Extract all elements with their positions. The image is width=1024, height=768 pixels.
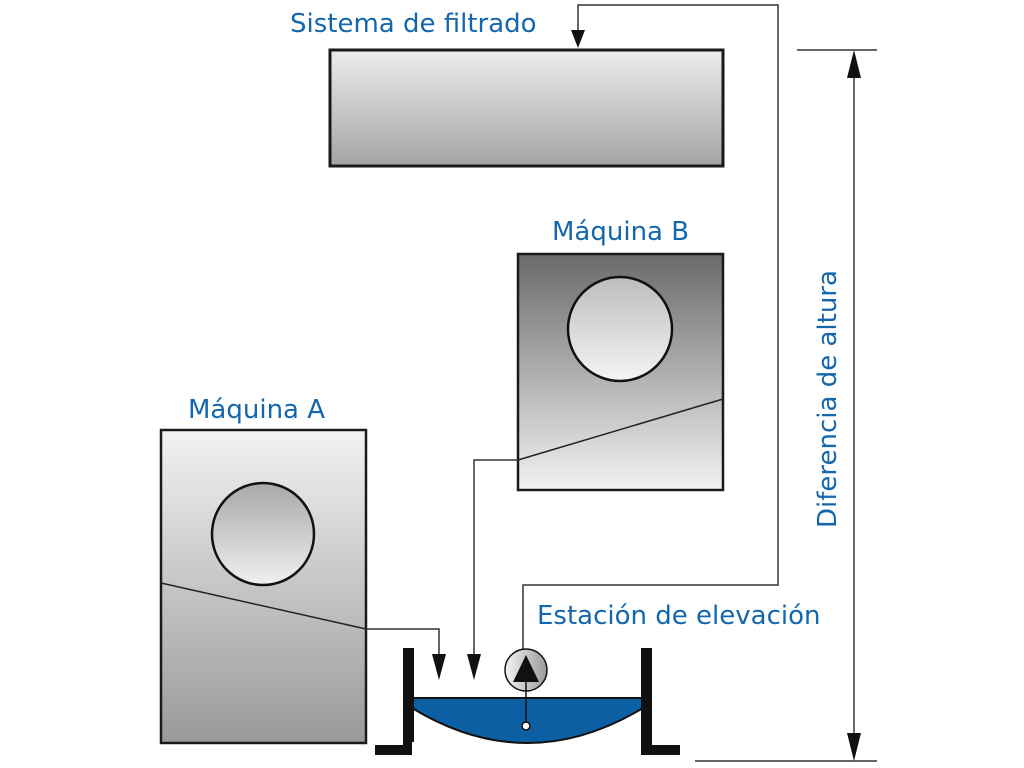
machine-b-drain-arrow-icon xyxy=(467,654,481,680)
height-difference-label: Diferencia de altura xyxy=(813,270,843,528)
tank-left-wall xyxy=(375,648,414,755)
dimension-up-arrow-icon xyxy=(847,50,861,78)
filter-inlet-arrow-icon xyxy=(571,30,585,48)
dimension-down-arrow-icon xyxy=(847,733,861,761)
machine-a-drain-pipe xyxy=(366,628,440,658)
machine-b-drain-pipe xyxy=(473,459,518,658)
lift-station-label: Estación de elevación xyxy=(537,601,820,631)
filter-system-box xyxy=(328,48,725,168)
filter-system-label: Sistema de filtrado xyxy=(290,9,537,39)
machine-b-level-line xyxy=(517,398,724,461)
machine-a-circle xyxy=(210,481,316,587)
machine-a-drain-arrow-icon xyxy=(432,654,446,680)
machine-b-circle xyxy=(566,275,674,383)
return-pipe xyxy=(522,4,779,660)
pump-arrow-icon xyxy=(513,655,539,682)
pump-intake xyxy=(521,721,531,731)
coolant-water xyxy=(411,697,644,744)
machine-a-box xyxy=(159,428,368,745)
machine-a-label: Máquina A xyxy=(188,395,325,425)
machine-b-label: Máquina B xyxy=(552,217,689,247)
tank-right-wall xyxy=(641,648,680,755)
machine-a-level-line xyxy=(160,582,367,630)
